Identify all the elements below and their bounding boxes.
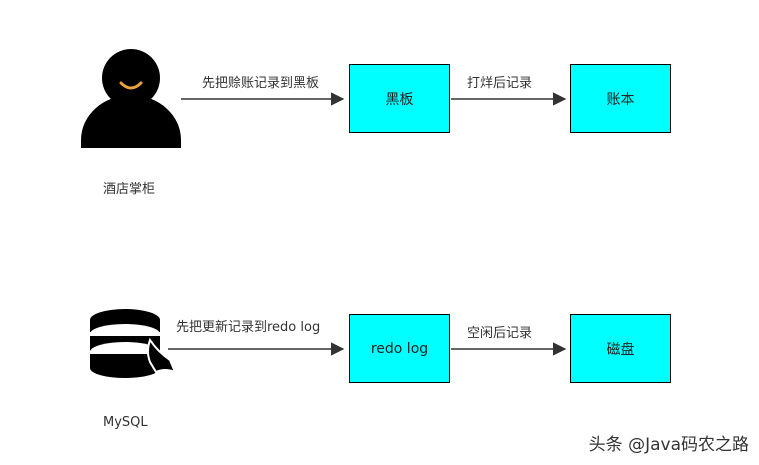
smile-icon xyxy=(119,81,143,90)
box-label: 磁盘 xyxy=(606,341,635,358)
arrow-label-row2-2: 空闲后记录 xyxy=(467,326,533,341)
actor-caption-row1: 酒店掌柜 xyxy=(103,182,156,197)
box-ledger: 账本 xyxy=(570,64,671,133)
box-disk: 磁盘 xyxy=(570,314,671,383)
box-label: 黑板 xyxy=(385,91,414,108)
box-label: redo log xyxy=(370,340,429,357)
watermark: 头条 @Java码农之路 xyxy=(588,435,749,455)
arrow-label-row1-1: 先把赊账记录到黑板 xyxy=(202,76,320,91)
person-icon xyxy=(81,49,181,148)
dolphin-icon xyxy=(147,337,177,374)
box-redo-log: redo log xyxy=(349,314,450,383)
actor-caption-row2: MySQL xyxy=(103,415,148,430)
arrow-label-row2-1: 先把更新记录到redo log xyxy=(176,320,321,335)
box-blackboard: 黑板 xyxy=(349,64,450,133)
arrow-label-row1-2: 打烊后记录 xyxy=(467,76,533,91)
database-icon xyxy=(90,309,177,378)
box-label: 账本 xyxy=(606,91,635,108)
